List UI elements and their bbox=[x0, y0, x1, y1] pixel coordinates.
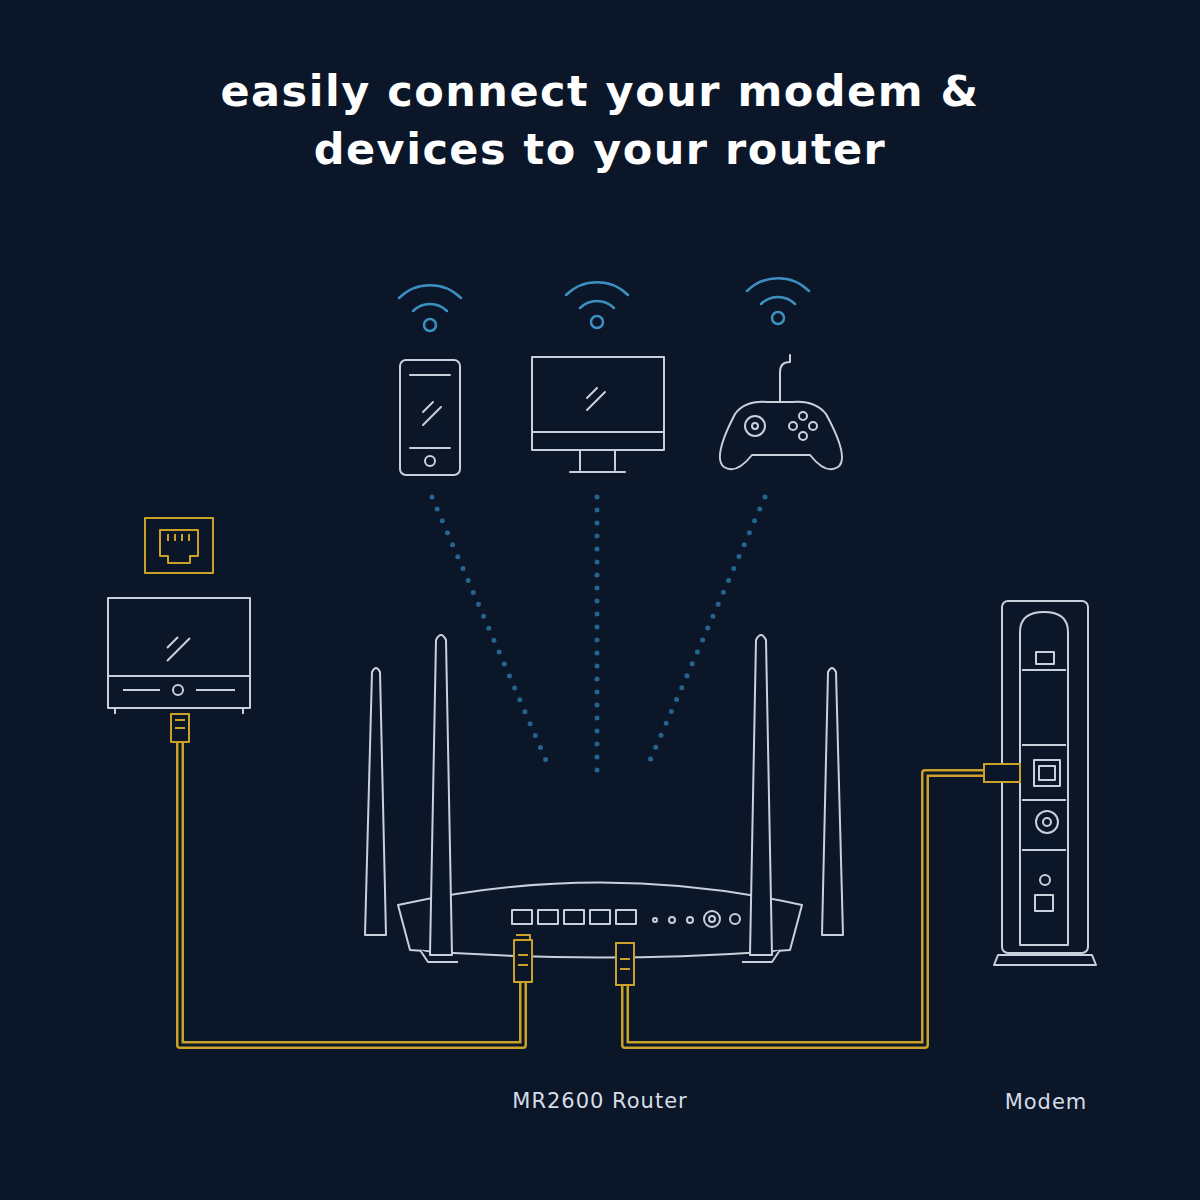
wifi-symbol bbox=[399, 278, 809, 331]
phone-icon bbox=[400, 360, 460, 475]
router-node: MR2600 Router bbox=[360, 630, 850, 965]
device-label: Modem bbox=[1001, 1087, 1092, 1117]
gamepad-icon bbox=[720, 355, 842, 469]
wireless-signal bbox=[432, 497, 765, 772]
page-title: easily connect your modem & devices to y… bbox=[150, 62, 1050, 178]
device-label: MR2600 Router bbox=[508, 1086, 691, 1116]
router-illustration bbox=[365, 635, 843, 962]
modem-node: Modem bbox=[998, 600, 1090, 965]
ethernet-cable bbox=[171, 714, 532, 1045]
computer-illustration bbox=[108, 598, 250, 714]
monitor-icon bbox=[532, 357, 664, 472]
ethernet-cable bbox=[616, 764, 1020, 1045]
ethernet-icon bbox=[145, 518, 213, 573]
